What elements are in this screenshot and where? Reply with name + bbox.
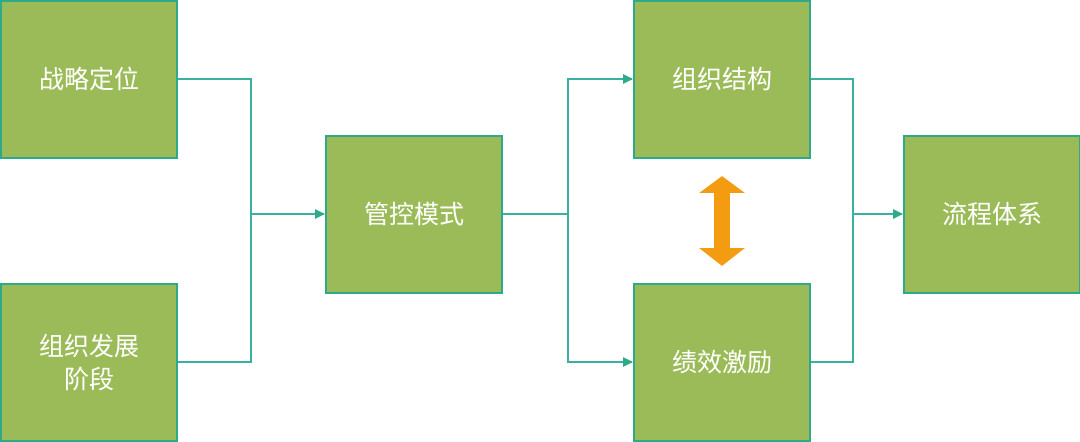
connector-c-to-e (567, 214, 633, 367)
node-label: 战略定位 (38, 65, 139, 94)
connector-d-to-f (811, 78, 854, 214)
node-org-development-stage: 组织发展 阶段 (0, 283, 178, 442)
node-label: 组织发展 阶段 (38, 331, 139, 394)
node-org-structure: 组织结构 (633, 0, 811, 159)
node-strategic-positioning: 战略定位 (0, 0, 178, 159)
connector-a-to-c (178, 78, 252, 214)
node-label: 绩效激励 (671, 348, 772, 377)
node-control-mode: 管控模式 (325, 135, 503, 294)
node-label: 管控模式 (363, 200, 464, 229)
node-label: 组织结构 (671, 65, 772, 94)
double-arrow-icon (699, 176, 745, 266)
connector-c-to-d (567, 74, 633, 214)
node-label: 流程体系 (941, 200, 1042, 229)
connector-e-to-f (804, 214, 854, 363)
node-performance-incentive: 绩效激励 (633, 283, 811, 442)
connector-b-to-c (178, 214, 252, 363)
node-process-system: 流程体系 (903, 135, 1080, 294)
